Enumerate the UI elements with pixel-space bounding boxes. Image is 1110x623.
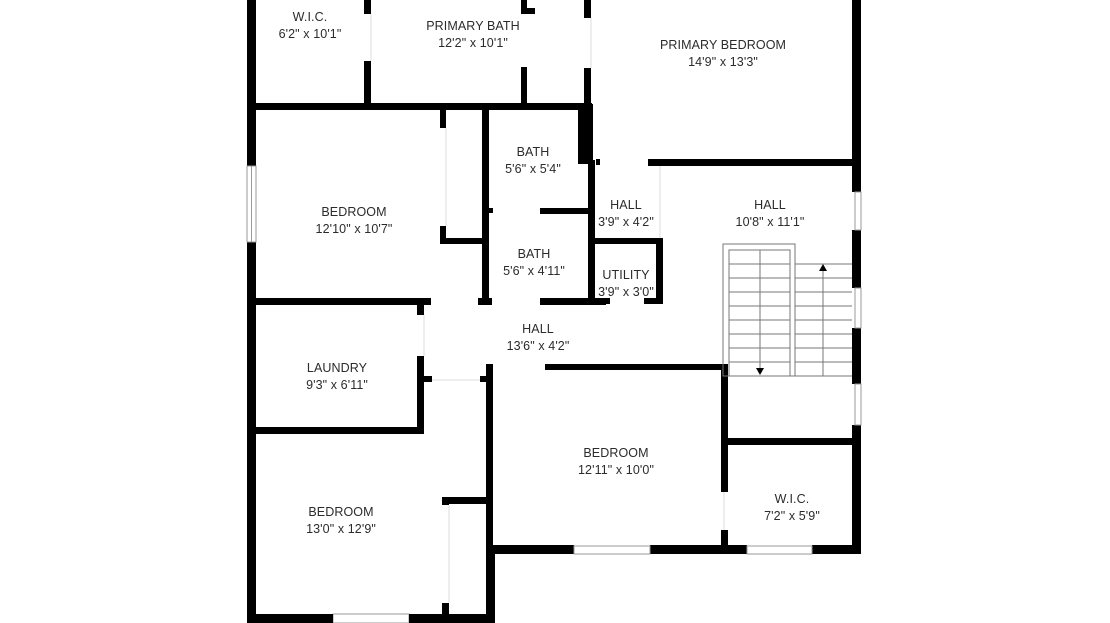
room-name: PRIMARY BEDROOM: [659, 38, 787, 52]
room-dimensions: 3'9" x 3'0": [598, 285, 654, 299]
room-dimensions: 12'2" x 10'1": [438, 36, 508, 50]
room-label-hall-corridor: HALL 13'6" x 4'2": [507, 321, 570, 355]
room-dimensions: 5'6" x 5'4": [505, 162, 561, 176]
staircase: [722, 243, 852, 377]
room-label-primary-bedroom: PRIMARY BEDROOM 14'9" x 13'3": [660, 37, 786, 71]
room-dimensions: 13'6" x 4'2": [506, 339, 570, 353]
room-name: HALL: [522, 322, 554, 336]
room-dimensions: 13'0" x 12'9": [306, 522, 376, 536]
room-label-utility: UTILITY 3'9" x 3'0": [598, 267, 654, 301]
room-label-laundry: LAUNDRY 9'3" x 6'11": [306, 360, 368, 394]
room-label-hall-small: HALL 3'9" x 4'2": [598, 197, 654, 231]
room-label-bath-2: BATH 5'6" x 4'11": [503, 246, 565, 280]
room-name: LAUNDRY: [306, 361, 368, 375]
room-dimensions: 10'8" x 11'1": [735, 215, 805, 229]
room-label-bath-1: BATH 5'6" x 5'4": [505, 144, 561, 178]
room-dimensions: 14'9" x 13'3": [688, 55, 758, 69]
room-name: BEDROOM: [583, 446, 649, 460]
room-label-bedroom-1: BEDROOM 12'10" x 10'7": [316, 204, 393, 238]
room-dimensions: 12'11" x 10'0": [578, 463, 654, 477]
room-name: BATH: [517, 247, 551, 261]
room-name: HALL: [754, 198, 786, 212]
room-name: BATH: [516, 145, 550, 159]
room-label-bedroom-3: BEDROOM 13'0" x 12'9": [306, 504, 376, 538]
room-label-hall-large: HALL 10'8" x 11'1": [736, 197, 805, 231]
stair-up-arrow-icon: [819, 264, 827, 271]
room-name: BEDROOM: [321, 205, 387, 219]
room-dimensions: 12'10" x 10'7": [315, 222, 393, 236]
room-name: BEDROOM: [308, 505, 374, 519]
room-label-primary-bath: PRIMARY BATH 12'2" x 10'1": [426, 18, 520, 52]
room-label-wic-2: W.I.C. 7'2" x 5'9": [764, 491, 820, 525]
room-dimensions: 9'3" x 6'11": [306, 378, 368, 392]
room-name: W.I.C.: [774, 492, 810, 506]
room-label-bedroom-2: BEDROOM 12'11" x 10'0": [578, 445, 654, 479]
room-name: W.I.C.: [292, 10, 328, 24]
room-label-wic-1: W.I.C. 6'2" x 10'1": [279, 9, 342, 43]
room-name: PRIMARY BATH: [426, 19, 520, 33]
room-dimensions: 7'2" x 5'9": [764, 509, 820, 523]
room-dimensions: 6'2" x 10'1": [278, 27, 342, 41]
walls: [246, 0, 862, 623]
room-dimensions: 5'6" x 4'11": [503, 264, 565, 278]
room-dimensions: 3'9" x 4'2": [598, 215, 654, 229]
stair-down-arrow-icon: [756, 368, 764, 375]
room-name: UTILITY: [602, 268, 650, 282]
room-name: HALL: [610, 198, 642, 212]
door-openings: [370, 14, 725, 603]
